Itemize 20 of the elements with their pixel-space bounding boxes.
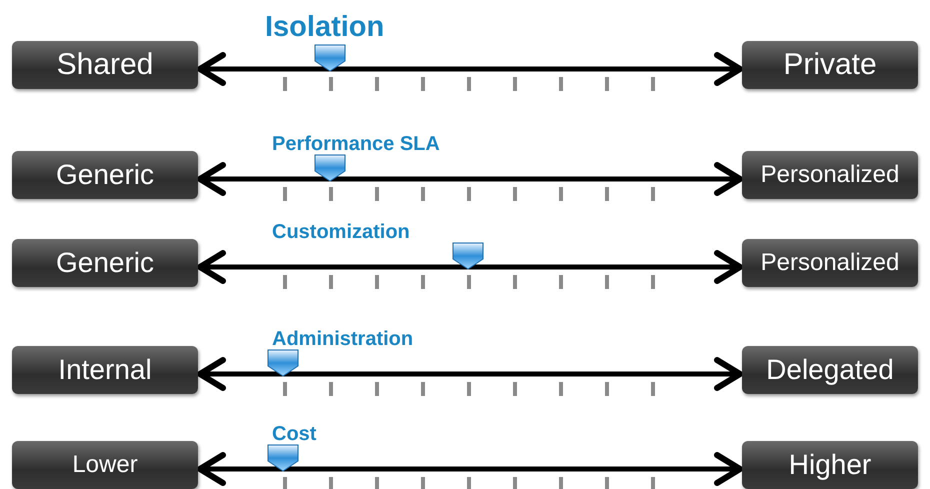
option-box: Delegated — [742, 346, 918, 394]
double-arrow — [197, 162, 743, 196]
edge-label: Isolation — [265, 11, 384, 44]
edge-label: Administration — [272, 328, 414, 351]
double-arrow — [197, 452, 743, 486]
edge-label: Performance SLA — [272, 133, 440, 156]
double-arrow — [197, 357, 743, 391]
option-box: Shared — [12, 41, 198, 89]
option-box: Personalized — [742, 239, 918, 287]
option-box: Private — [742, 41, 918, 89]
double-arrow — [197, 250, 743, 284]
edge-label: Customization — [272, 221, 410, 244]
edge-label: Cost — [272, 423, 316, 446]
option-box: Personalized — [742, 151, 918, 199]
option-box: Higher — [742, 441, 918, 489]
option-box: Generic — [12, 151, 198, 199]
option-box: Internal — [12, 346, 198, 394]
option-box: Generic — [12, 239, 198, 287]
double-arrow — [197, 52, 743, 86]
option-box: Lower — [12, 441, 198, 489]
